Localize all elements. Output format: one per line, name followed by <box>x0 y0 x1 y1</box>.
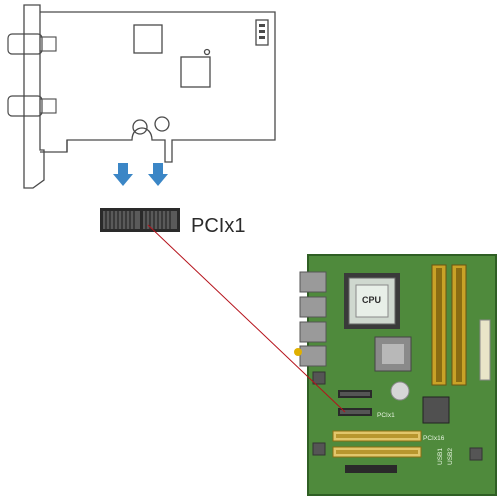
cpu-socket: CPU <box>344 273 400 329</box>
bracket-port-lower <box>7 95 43 117</box>
ram-slots <box>431 264 467 386</box>
io-chip <box>422 396 450 424</box>
card-header <box>255 19 269 46</box>
board-pcie-x1-slots <box>338 390 372 416</box>
pcie-x1-slot <box>100 208 180 232</box>
expansion-card <box>7 4 276 189</box>
bracket-port-upper <box>7 33 43 55</box>
board-label-usb1: USB1 <box>437 448 444 465</box>
down-arrow-icon <box>113 163 133 186</box>
cmos-battery <box>390 381 410 401</box>
power-connector <box>479 319 491 381</box>
board-pci-slots <box>332 430 422 458</box>
insert-arrows <box>113 163 168 186</box>
card-bracket <box>23 4 45 189</box>
rear-io-ports <box>294 271 327 367</box>
card-chip-2 <box>180 56 211 88</box>
cpu-label: CPU <box>362 295 381 305</box>
header-strip <box>345 465 397 473</box>
slot-connector-line <box>147 224 346 413</box>
card-chip-1 <box>133 24 163 54</box>
down-arrow-icon <box>148 163 168 186</box>
board-label-usb2: USB2 <box>447 448 454 465</box>
board-label-pcix1: PCIx1 <box>377 412 395 419</box>
pcie-x1-slot-label: PCIx1 <box>191 215 245 237</box>
motherboard: CPU PCIx1 <box>294 254 497 496</box>
card-pcb <box>40 11 276 163</box>
board-label-pcix16: PCIx16 <box>423 435 445 442</box>
chipset <box>374 336 412 372</box>
